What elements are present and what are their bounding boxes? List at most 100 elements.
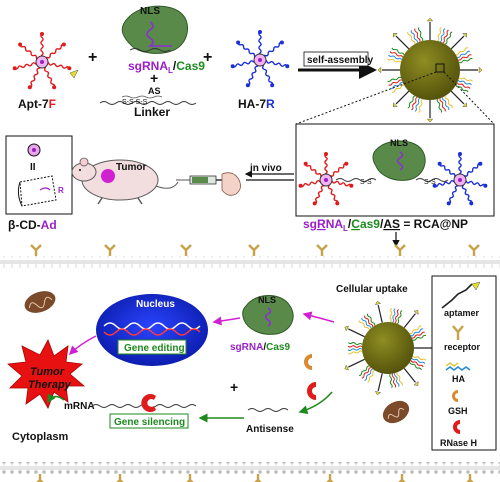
np-ha-strand bbox=[363, 315, 374, 328]
ha-star-tip bbox=[279, 40, 284, 45]
tumor-therapy-line1: Tumor bbox=[30, 366, 65, 378]
mitochondrion-2 bbox=[382, 400, 410, 424]
np-aptamer-tip bbox=[344, 325, 350, 332]
mrna-label: mRNA bbox=[64, 401, 95, 412]
self-assembly-label: self-assembly bbox=[307, 55, 374, 66]
legend-ha: HA bbox=[445, 362, 471, 384]
nanoparticle-cell bbox=[344, 300, 437, 396]
np-ha-strand bbox=[394, 308, 399, 324]
np-ha-strand bbox=[444, 95, 453, 109]
np-ha-strand bbox=[455, 47, 469, 56]
antisense-strand-icon bbox=[121, 95, 163, 99]
zoom-box bbox=[435, 63, 445, 73]
gsh-icon bbox=[452, 390, 458, 402]
receptor-icon bbox=[254, 474, 262, 482]
receptor-icon bbox=[468, 244, 480, 256]
aptamer-star-tip bbox=[40, 32, 44, 36]
np-ha-strand bbox=[387, 58, 402, 63]
np-ha-strand bbox=[411, 357, 426, 364]
cd-ad-label: β-CD-Ad bbox=[8, 218, 57, 232]
np-aptamer-spoke bbox=[348, 328, 365, 338]
tumor-mouse: Tumor bbox=[71, 157, 179, 205]
arrow-to-nucleus bbox=[212, 316, 241, 326]
np-ha-strand bbox=[389, 307, 393, 323]
np-ha-strand bbox=[442, 97, 450, 111]
zoom-lines bbox=[295, 71, 495, 125]
in-vivo-arrow: in vivo bbox=[244, 163, 294, 181]
np-ha-strand bbox=[388, 79, 402, 86]
np-ha-strand bbox=[410, 328, 424, 337]
np-ha-strand bbox=[391, 373, 397, 388]
zoom-dna-left bbox=[335, 178, 377, 182]
np-ha-strand bbox=[458, 77, 473, 82]
np-ha-strand bbox=[409, 325, 422, 335]
gene-silencing-label: Gene silencing bbox=[114, 417, 185, 428]
ha-label: HA-7R bbox=[238, 97, 275, 111]
zoom-aptamer-star-tip bbox=[335, 201, 340, 206]
np-ha-strand bbox=[348, 342, 363, 346]
gold-nanoparticle-icon bbox=[400, 40, 460, 100]
receptor-icon bbox=[466, 474, 474, 482]
plus-sign-2: + bbox=[203, 49, 212, 66]
np-ha-strand bbox=[437, 27, 442, 42]
np-aptamer-tip bbox=[426, 17, 434, 22]
np-aptamer-spoke bbox=[377, 304, 383, 323]
rnase-h-icon bbox=[453, 420, 460, 434]
cytoplasm-label: Cytoplasm bbox=[12, 431, 68, 443]
np-ha-strand bbox=[389, 373, 393, 389]
np-ha-strand bbox=[457, 50, 471, 58]
receptor-icon bbox=[394, 244, 406, 256]
np-ha-strand bbox=[439, 98, 446, 112]
np-ha-strand bbox=[348, 350, 363, 355]
receptor-icon bbox=[180, 244, 192, 256]
nls-label-cell: NLS bbox=[258, 295, 276, 305]
np-aptamer-tip bbox=[392, 102, 398, 108]
np-aptamer-tip bbox=[377, 66, 382, 74]
nucleus: Nucleus Gene editing bbox=[96, 294, 208, 366]
np-ha-strand bbox=[410, 29, 418, 43]
legend-receptor: receptor bbox=[444, 325, 481, 352]
receptor-icon bbox=[186, 474, 194, 482]
cellular-uptake-label: Cellular uptake bbox=[336, 284, 408, 295]
syringe-hand bbox=[176, 172, 241, 196]
antisense-section: Antisense bbox=[246, 408, 294, 435]
aptamer-star-tip bbox=[27, 85, 32, 90]
aptamer-tip-icon bbox=[69, 69, 79, 79]
np-ha-strand bbox=[366, 313, 376, 326]
gene-editing-label: Gene editing bbox=[124, 343, 185, 354]
aptamer-star-tip bbox=[52, 85, 57, 90]
nls-label-top: NLS bbox=[140, 6, 160, 17]
aptamer-icon bbox=[441, 283, 473, 309]
np-ha-strand bbox=[414, 97, 421, 112]
receptor-icon bbox=[452, 325, 464, 340]
np-aptamer-spoke bbox=[403, 367, 416, 383]
np-ha-strand bbox=[414, 28, 421, 42]
svg-text:GSH: GSH bbox=[448, 406, 468, 416]
np-ha-strand bbox=[412, 334, 427, 341]
nucleus-label: Nucleus bbox=[136, 299, 175, 310]
receptor-icon bbox=[248, 244, 260, 256]
np-aptamer-tip bbox=[478, 66, 483, 74]
arrow-to-cas9 bbox=[302, 311, 335, 323]
cd-ii-label: II bbox=[30, 162, 36, 173]
sgrna-cas9-label-cell: sgRNA/Cas9 bbox=[230, 342, 290, 353]
np-ha-strand bbox=[409, 362, 422, 371]
np-ha-strand bbox=[410, 360, 424, 368]
zoom-aptamer-star-tip bbox=[303, 161, 308, 166]
np-ha-strand bbox=[347, 347, 363, 351]
receptor-icon bbox=[36, 474, 44, 482]
np-ha-strand bbox=[396, 372, 403, 386]
np-ha-strand bbox=[396, 310, 403, 325]
np-ha-strand bbox=[458, 54, 472, 61]
np-ha-strand bbox=[444, 31, 453, 45]
receptor-icon bbox=[116, 474, 124, 482]
arrow-to-therapy bbox=[68, 335, 97, 356]
np-ha-strand bbox=[358, 320, 370, 331]
ha-tethered-r: HA-7R bbox=[230, 30, 290, 111]
zoom-ha-star-tip bbox=[469, 201, 474, 206]
np-ha-strand bbox=[436, 98, 443, 113]
np-aptamer-tip bbox=[413, 380, 419, 386]
np-ha-strand bbox=[387, 76, 402, 83]
np-ha-strand bbox=[392, 308, 396, 323]
